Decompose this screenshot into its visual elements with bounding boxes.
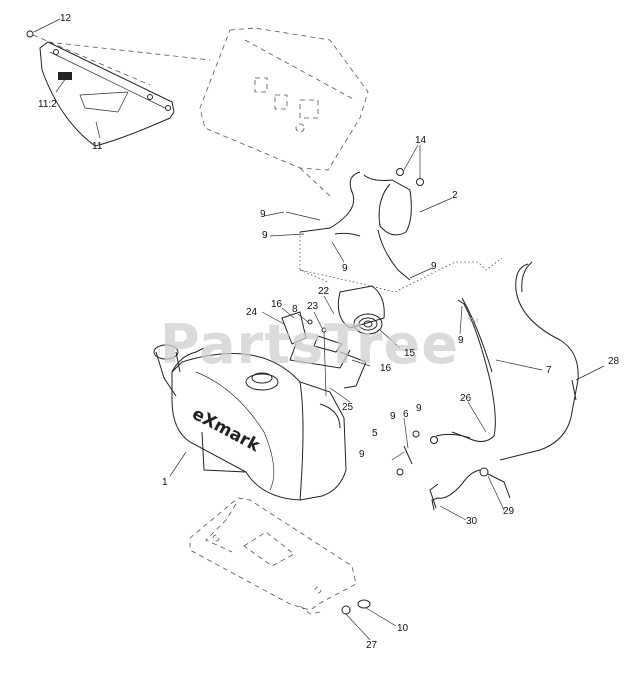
filter-bracket-part[interactable] (281, 311, 367, 389)
callout-9: 9 (342, 263, 348, 274)
spacer-27-part[interactable] (341, 605, 351, 615)
fuel-line-2-part[interactable] (285, 171, 412, 281)
callout-28: 28 (608, 356, 620, 367)
callout-16: 16 (271, 299, 283, 310)
callout-14: 14 (415, 135, 427, 146)
callout-8: 8 (292, 304, 298, 315)
callout-22: 22 (318, 286, 330, 297)
watermark-trademark: TM (468, 318, 479, 325)
callout-2: 2 (452, 190, 458, 201)
grommet-10-part[interactable] (357, 599, 371, 609)
callout-5: 5 (372, 428, 378, 439)
frame-panel (199, 27, 369, 197)
fuel-tank-1-part[interactable] (153, 344, 347, 501)
callout-9: 9 (262, 230, 268, 241)
callout-9: 9 (390, 411, 396, 422)
callout-6: 6 (403, 409, 409, 420)
callout-26: 26 (460, 393, 472, 404)
callout-9: 9 (431, 261, 437, 272)
callout-12: 12 (60, 13, 72, 24)
heat-shield-part[interactable] (39, 41, 175, 147)
screw-12-part[interactable] (26, 30, 34, 38)
partstree-watermark: PartsTree (160, 313, 459, 376)
fuel-line-7-part[interactable] (451, 297, 496, 442)
callout-15: 15 (404, 348, 416, 359)
callout-11: 11 (92, 141, 103, 152)
callout-11-2: 11:2 (38, 99, 57, 110)
fitting-parts[interactable] (396, 430, 471, 476)
leader-lines (33, 18, 605, 641)
clamps-14-part[interactable] (396, 168, 424, 186)
callout-7: 7 (546, 365, 552, 376)
callout-9: 9 (260, 209, 266, 220)
callout-9: 9 (458, 335, 464, 346)
check-valve-29-part[interactable] (479, 467, 511, 499)
callout-25: 25 (342, 402, 354, 413)
vent-line-28-part[interactable] (499, 261, 579, 461)
callout-29: 29 (503, 506, 515, 517)
callout-23: 23 (307, 301, 319, 312)
callout-9: 9 (359, 449, 365, 460)
callout-10: 10 (397, 623, 409, 634)
hose-30-part[interactable] (429, 469, 481, 511)
callout-9: 9 (416, 403, 422, 414)
callout-27: 27 (366, 640, 378, 651)
callout-16: 16 (380, 363, 392, 374)
callout-24: 24 (246, 307, 258, 318)
fuel-filter-15-part[interactable] (337, 285, 385, 335)
callout-1: 1 (162, 477, 168, 488)
callout-30: 30 (466, 516, 478, 527)
skid-plate (189, 497, 357, 615)
